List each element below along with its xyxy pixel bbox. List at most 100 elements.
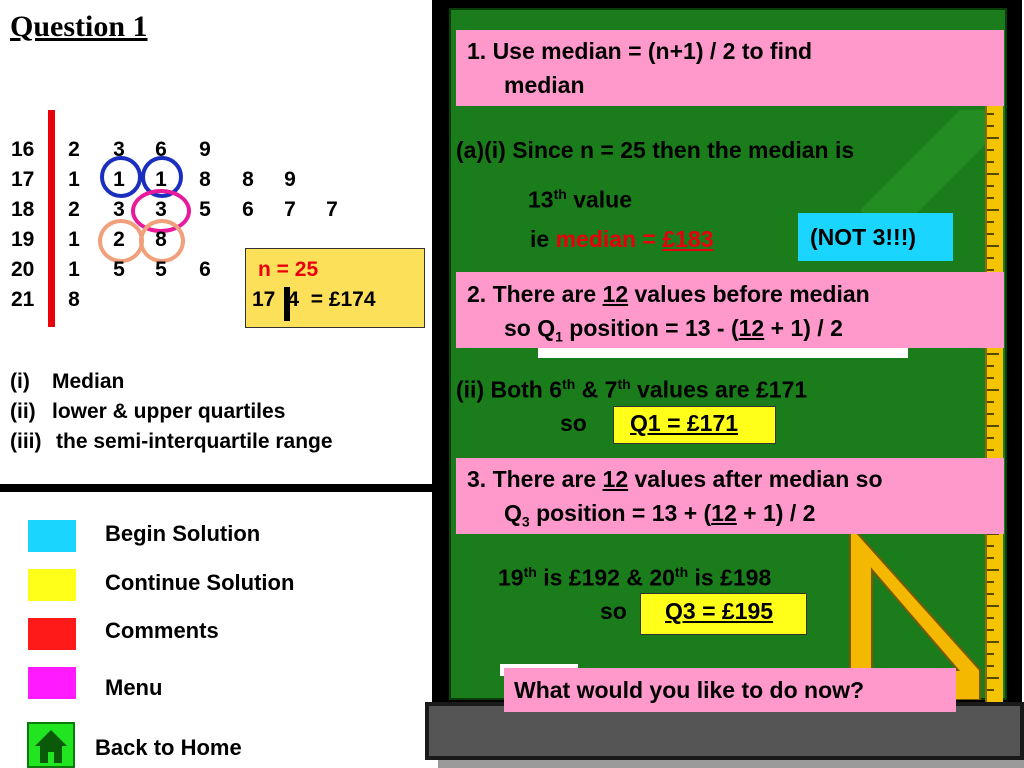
- stem-leaf-divider: [48, 110, 55, 327]
- leaf: 7: [284, 198, 296, 221]
- ruler-tick: [987, 629, 994, 631]
- leaf: 6: [199, 258, 211, 281]
- menu-label[interactable]: Menu: [105, 675, 163, 700]
- ruler-tick: [987, 221, 994, 223]
- leaf: 5: [199, 198, 211, 221]
- key-example-leaf: 4: [287, 288, 300, 311]
- chalkboard-ledge-shadow: [438, 760, 1024, 768]
- leaf: 3: [113, 198, 125, 221]
- ruler-tick: [987, 233, 994, 235]
- menu-button[interactable]: [28, 667, 76, 699]
- continue-solution-button[interactable]: [28, 569, 76, 601]
- ruler-tick: [987, 593, 994, 595]
- home-button[interactable]: [27, 722, 75, 768]
- begin-solution-button[interactable]: [28, 520, 76, 552]
- ruler-tick: [987, 269, 994, 271]
- leaf: 3: [155, 198, 167, 221]
- ruler-tick: [987, 425, 999, 427]
- leaf: 9: [199, 138, 211, 161]
- thirteenth-value: 13th value: [528, 186, 633, 213]
- ruler-tick: [987, 377, 994, 379]
- step1-line-a: 1. Use median = (n+1) / 2 to find: [467, 38, 813, 64]
- stem-19: 19: [11, 228, 35, 251]
- step1-box: [456, 30, 1004, 106]
- median-line: ie median = £183: [530, 226, 714, 252]
- question-iii: (iii)the semi-interquartile range: [10, 430, 333, 453]
- prompt-text: What would you like to do now?: [514, 677, 865, 703]
- leaf: 7: [326, 198, 338, 221]
- ruler-tick: [987, 665, 994, 667]
- question-ii: (ii)lower & upper quartiles: [10, 400, 286, 423]
- step2-box: [456, 272, 1004, 348]
- leaf: 8: [68, 288, 80, 311]
- so-label-1: so: [560, 410, 587, 436]
- ruler-tick: [987, 653, 994, 655]
- stem-18: 18: [11, 198, 35, 221]
- ruler-tick: [987, 641, 999, 643]
- ruler-tick: [987, 437, 994, 439]
- ruler-tick: [987, 125, 994, 127]
- page-title: Question 1: [10, 10, 148, 43]
- key-divider: [284, 287, 290, 321]
- leaf: 9: [284, 168, 296, 191]
- leaf: 5: [113, 258, 125, 281]
- ruler-tick: [987, 353, 999, 355]
- comments-label[interactable]: Comments: [105, 618, 219, 643]
- leaf: 5: [155, 258, 167, 281]
- leaf: 8: [155, 228, 167, 251]
- ruler-tick: [987, 569, 999, 571]
- ruler-icon: [985, 95, 1003, 705]
- ruler-tick: [987, 245, 999, 247]
- leaf: 8: [199, 168, 211, 191]
- leaf: 1: [113, 168, 125, 191]
- leaf: 2: [113, 228, 125, 251]
- ruler-tick: [987, 161, 994, 163]
- step3-line-a: 3. There are 12 values after median so: [467, 466, 883, 492]
- not3-text: (NOT 3!!!): [810, 224, 917, 250]
- q3-answer-box: [640, 593, 807, 635]
- key-example-value: = £174: [310, 288, 376, 311]
- ruler-tick: [987, 137, 999, 139]
- ruler-tick: [987, 617, 994, 619]
- step2-line-b: so Q1 position = 13 - (12 + 1) / 2: [504, 315, 843, 345]
- so-label-2: so: [600, 598, 627, 624]
- leaf: 2: [68, 138, 80, 161]
- key-n-count: n = 25: [258, 258, 319, 281]
- q3-answer: Q3 = £195: [665, 598, 774, 624]
- ruler-tick: [987, 605, 999, 607]
- ruler-tick: [987, 689, 994, 691]
- key-box: [245, 248, 425, 328]
- panel-divider: [0, 484, 440, 492]
- ruler-tick: [987, 173, 999, 175]
- leaf: 8: [242, 168, 254, 191]
- leaf: 1: [68, 168, 80, 191]
- stem-20: 20: [11, 258, 35, 281]
- stem-16: 16: [11, 138, 35, 161]
- ruler-tick: [987, 365, 994, 367]
- circle-highlight-blue-1: [100, 156, 142, 198]
- q1-answer: Q1 = £171: [630, 410, 739, 436]
- q1-answer-box: [613, 406, 776, 444]
- leaf: 1: [155, 168, 167, 191]
- continue-solution-label[interactable]: Continue Solution: [105, 570, 295, 595]
- part-ii-text: (ii) Both 6th & 7th values are £171: [456, 376, 808, 403]
- ruler-tick: [987, 209, 999, 211]
- step2-line-a: 2. There are 12 values before median: [467, 281, 870, 307]
- ruler-tick: [987, 545, 994, 547]
- leaf: 1: [68, 258, 80, 281]
- leaf: 3: [113, 138, 125, 161]
- ruler-tick: [987, 149, 994, 151]
- ruler-tick: [987, 389, 999, 391]
- comments-button[interactable]: [28, 618, 76, 650]
- ruler-tick: [987, 401, 994, 403]
- back-to-home-label[interactable]: Back to Home: [95, 735, 242, 760]
- ruler-tick: [987, 533, 999, 535]
- ruler-tick: [987, 185, 994, 187]
- ruler-tick: [987, 413, 994, 415]
- step3-box: [456, 458, 1004, 534]
- step1-line-b: median: [504, 72, 585, 98]
- q3-calc-line: 19th is £192 & 20th is £198: [498, 564, 772, 591]
- begin-solution-label[interactable]: Begin Solution: [105, 521, 261, 546]
- leaf: 1: [68, 228, 80, 251]
- leaf: 6: [155, 138, 167, 161]
